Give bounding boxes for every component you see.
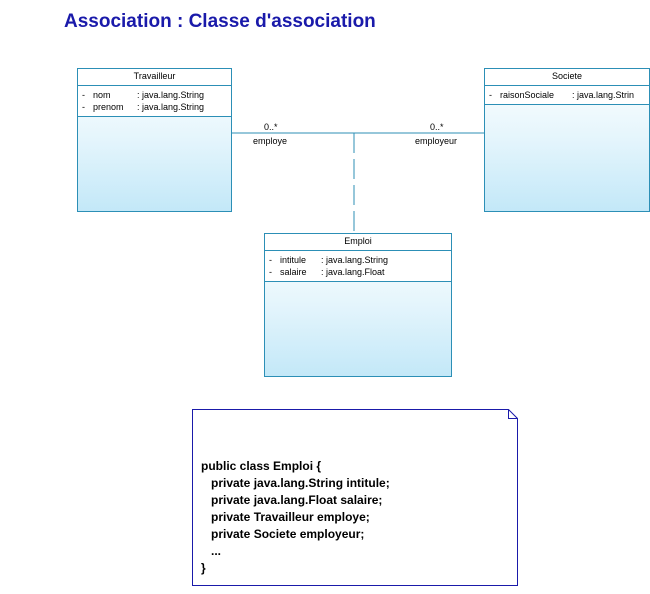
class-emploi[interactable]: Emploi - intitule : java.lang.String - s… — [264, 233, 452, 377]
code-line: private Societe employeur; — [201, 527, 365, 541]
attribute-visibility: - — [82, 90, 85, 100]
attribute-name: raisonSociale — [500, 90, 555, 100]
note-fold — [508, 409, 518, 419]
attribute-type: : java.lang.String — [321, 255, 389, 265]
diagram-title: Association : Classe d'association — [64, 11, 376, 32]
code-line: private java.lang.String intitule; — [201, 476, 390, 490]
attribute-row: - prenom : java.lang.String — [78, 101, 231, 113]
attribute-name: salaire — [280, 267, 307, 277]
code-line: ... — [201, 544, 222, 558]
right-role: employeur — [415, 136, 458, 146]
class-travailleur-attributes: - nom : java.lang.String - prenom : java… — [78, 86, 231, 117]
class-societe[interactable]: Societe - raisonSociale : java.lang.Stri… — [484, 68, 650, 212]
class-societe-name: Societe — [485, 69, 649, 86]
class-emploi-attributes: - intitule : java.lang.String - salaire … — [265, 251, 451, 282]
class-travailleur[interactable]: Travailleur - nom : java.lang.String - p… — [77, 68, 232, 212]
attribute-name: nom — [93, 90, 111, 100]
code-line: } — [201, 561, 206, 575]
note-code: public class Emploi { private java.lang.… — [201, 441, 390, 594]
note-body — [192, 409, 518, 586]
attribute-type: : java.lang.Float — [321, 267, 385, 277]
attribute-type: : java.lang.String — [137, 102, 205, 112]
left-role: employe — [253, 136, 288, 146]
attribute-row: - intitule : java.lang.String — [265, 254, 451, 266]
right-multiplicity: 0..* — [430, 122, 444, 132]
attribute-name: intitule — [280, 255, 307, 265]
attribute-type: : java.lang.Strin — [572, 90, 635, 100]
code-line: private java.lang.Float salaire; — [201, 493, 383, 507]
attribute-row: - raisonSociale : java.lang.Strin — [485, 89, 649, 101]
attribute-visibility: - — [82, 102, 85, 112]
class-travailleur-name: Travailleur — [78, 69, 231, 86]
code-note — [192, 409, 518, 586]
class-societe-attributes: - raisonSociale : java.lang.Strin — [485, 86, 649, 105]
attribute-row: - salaire : java.lang.Float — [265, 266, 451, 278]
attribute-visibility: - — [269, 255, 272, 265]
class-emploi-name: Emploi — [265, 234, 451, 251]
attribute-visibility: - — [269, 267, 272, 277]
attribute-name: prenom — [93, 102, 124, 112]
attribute-row: - nom : java.lang.String — [78, 89, 231, 101]
left-multiplicity: 0..* — [264, 122, 278, 132]
code-line: public class Emploi { — [201, 459, 322, 473]
attribute-visibility: - — [489, 90, 492, 100]
attribute-type: : java.lang.String — [137, 90, 205, 100]
code-line: private Travailleur employe; — [201, 510, 370, 524]
